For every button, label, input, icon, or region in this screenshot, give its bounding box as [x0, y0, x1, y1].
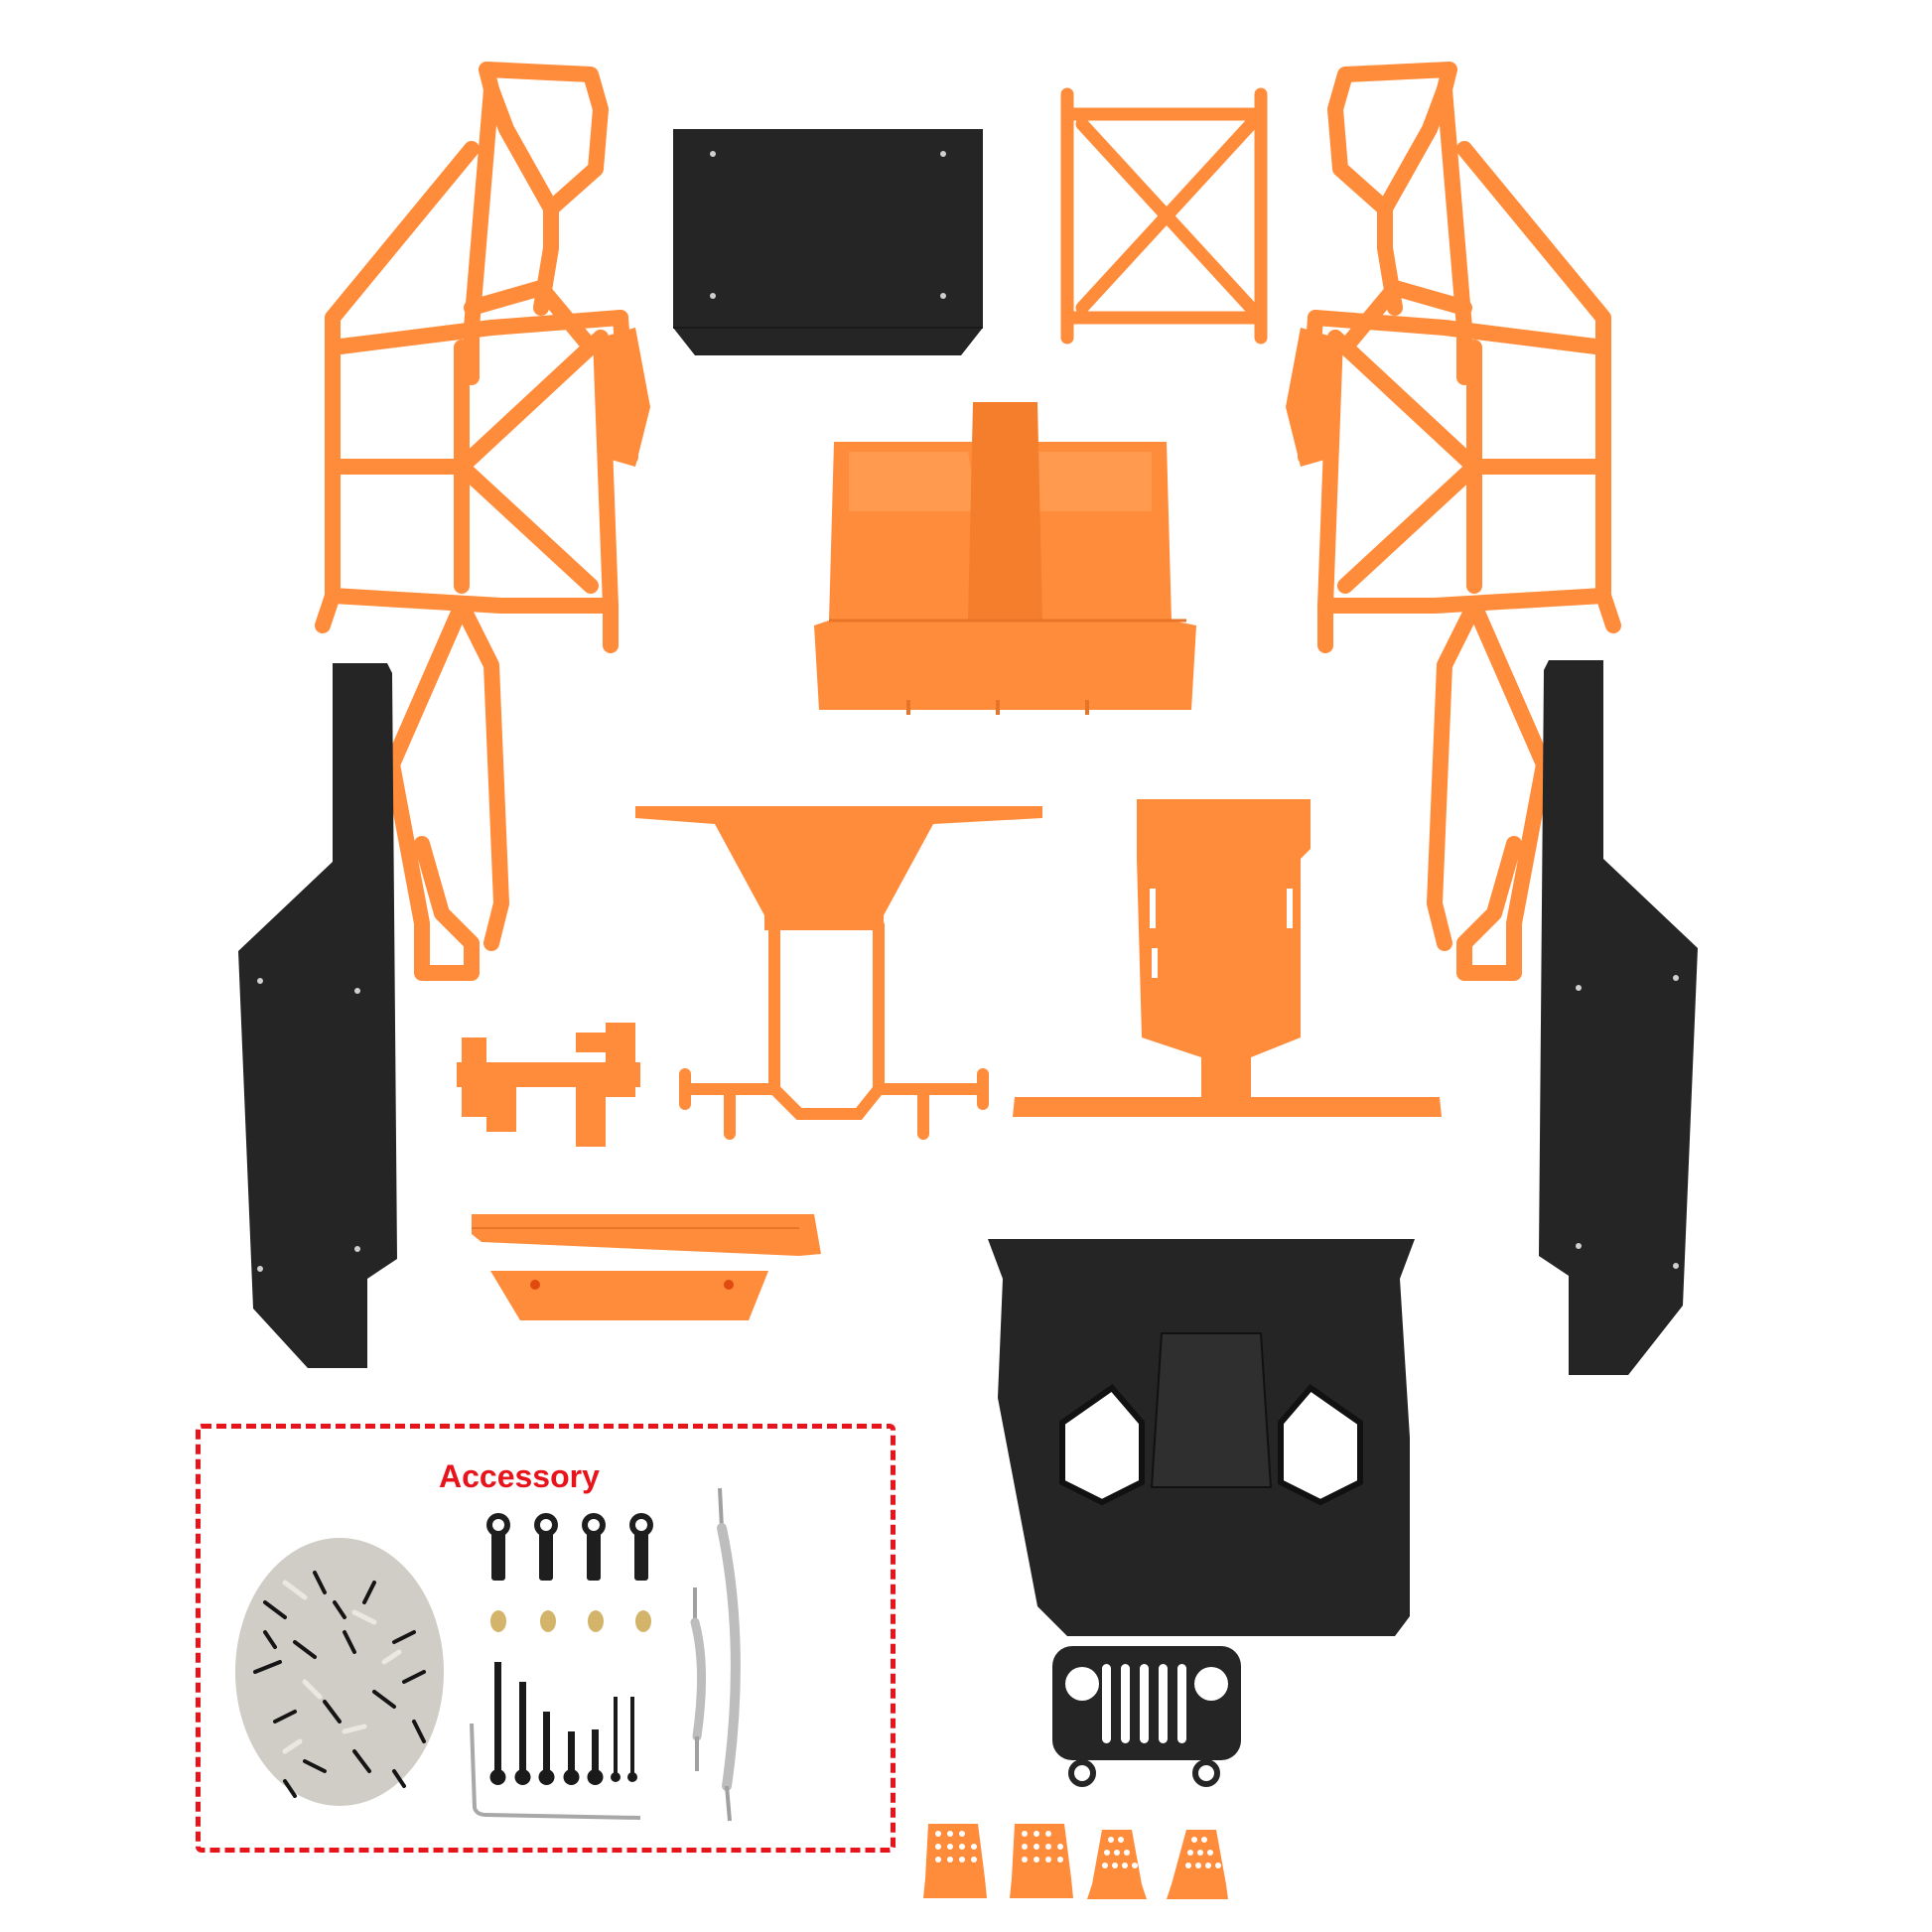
hex-key-wrench — [467, 1723, 645, 1823]
rock-slider-plate-1 — [923, 1819, 993, 1903]
accessory-title: Accessory — [439, 1458, 600, 1494]
short-orange-bar — [490, 1271, 768, 1322]
small-servo-mount — [457, 1023, 645, 1152]
brass-ball-studs — [488, 1607, 667, 1637]
screw-pile — [225, 1523, 464, 1821]
rock-slider-plate-4 — [1167, 1825, 1231, 1904]
accessory-box: Accessory — [196, 1424, 896, 1853]
right-black-side-panel — [1534, 660, 1698, 1385]
black-hood — [983, 1239, 1420, 1636]
left-roll-cage — [293, 50, 650, 1003]
front-grille — [1052, 1646, 1241, 1795]
long-orange-bar — [472, 1214, 821, 1256]
ball-link-ends — [486, 1511, 665, 1586]
orange-interior-seat-tub — [809, 402, 1206, 720]
black-battery-tray — [673, 129, 983, 355]
rock-slider-plate-3 — [1087, 1825, 1152, 1904]
rock-slider-plate-2 — [1010, 1819, 1079, 1903]
short-steering-link — [677, 1587, 717, 1786]
right-roll-cage — [1286, 50, 1643, 1003]
long-steering-link — [712, 1487, 761, 1826]
left-black-side-panel — [238, 663, 402, 1378]
rear-skid-plate — [1013, 799, 1449, 1137]
x-brace — [1057, 84, 1281, 347]
front-bumper-mount — [635, 806, 1047, 1144]
button-head-screws — [486, 1662, 665, 1791]
